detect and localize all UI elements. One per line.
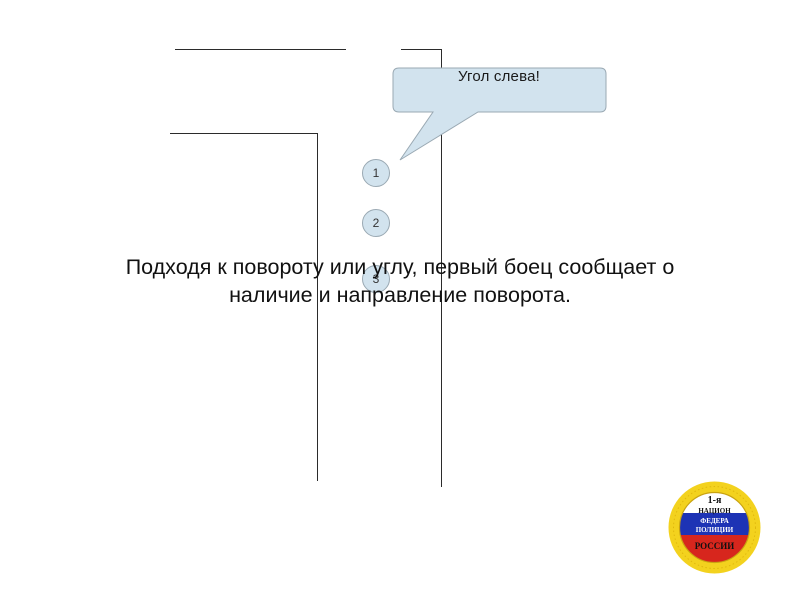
speech-bubble-text: Угол слева! (457, 68, 541, 85)
logo-text-top: 1-я (708, 495, 722, 506)
wall-right (441, 49, 443, 487)
fighter-marker-3: 3 (362, 265, 390, 293)
caption-line-2: наличие и направление поворота. (229, 283, 571, 307)
wall-left (317, 133, 319, 481)
fighter-marker-1: 1 (362, 159, 390, 187)
logo-text-mid1: НАЦИОН (698, 507, 731, 515)
fighter-marker-2: 2 (362, 209, 390, 237)
logo-text-mid2: ФЕДЕРА (700, 517, 729, 525)
wall-top-right (401, 49, 442, 51)
caption: Подходя к повороту или углу, первый боец… (60, 253, 740, 309)
logo-text-bottom: РОССИИ (695, 541, 735, 551)
wall-side-corridor (170, 133, 318, 135)
caption-line-1: Подходя к повороту или углу, первый боец… (125, 255, 675, 279)
logo-text-mid3: ПОЛИЦИИ (696, 526, 734, 534)
wall-top-left (175, 49, 346, 51)
emblem-logo: 1-я НАЦИОН ФЕДЕРА ПОЛИЦИИ РОССИИ (668, 481, 761, 574)
